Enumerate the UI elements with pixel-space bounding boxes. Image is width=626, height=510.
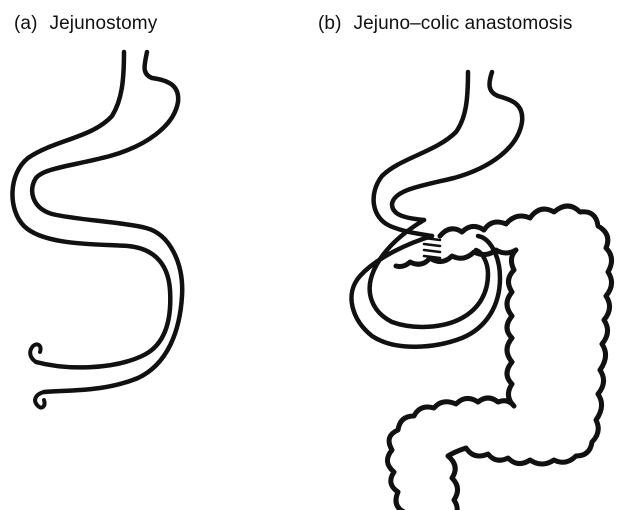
stomach-inner-wall — [392, 72, 522, 220]
jejunostomy-stoma-upper — [30, 344, 40, 362]
colon-outline — [387, 206, 611, 510]
stomach-outer-wall — [374, 72, 468, 236]
jejunostomy-drawing — [12, 52, 182, 408]
jejunostomy-stoma-lower — [35, 392, 44, 408]
jejunocolic-drawing — [351, 72, 611, 510]
anastomosis-sutures — [424, 238, 440, 258]
jejunostomy-outer-wall — [12, 52, 170, 367]
